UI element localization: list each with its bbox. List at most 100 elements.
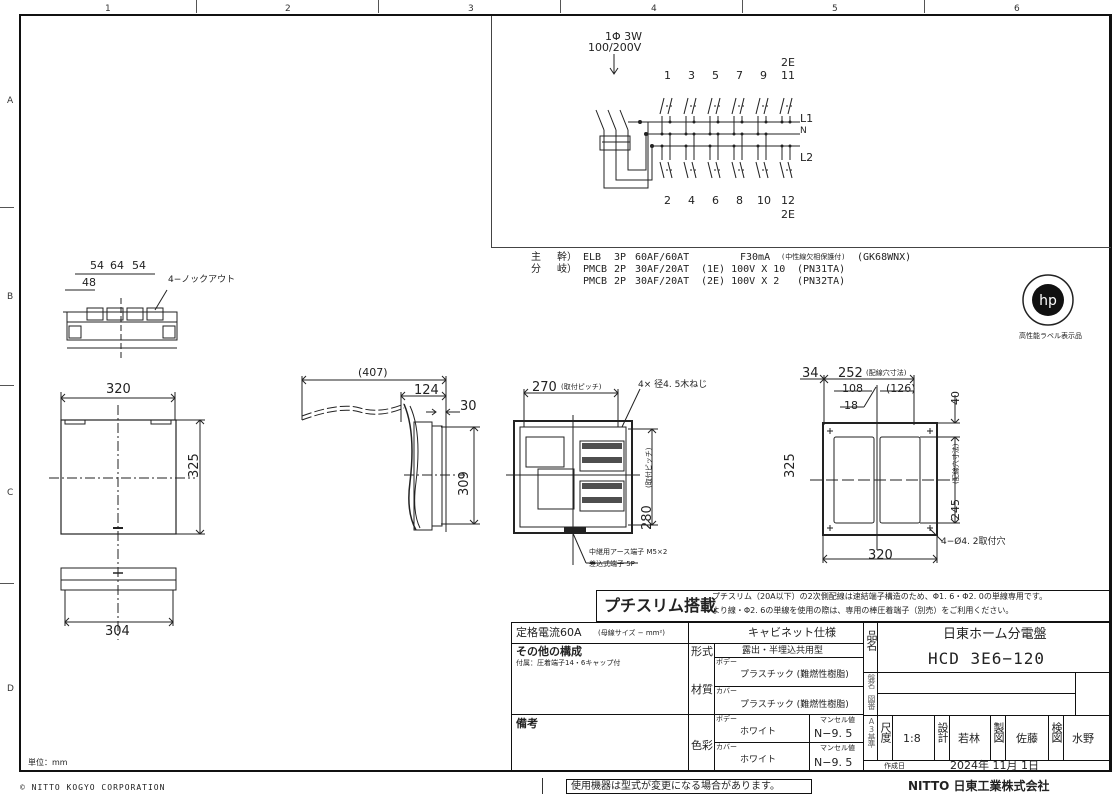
bottom-width-dim: 304 — [105, 624, 130, 639]
body-munsell-label: マンセル値 — [820, 716, 855, 724]
interior-pitch-h-note: (取付ピッチ) — [561, 383, 602, 391]
circuit-num: 3 — [688, 69, 695, 82]
color-label: 色彩 — [691, 739, 713, 752]
side-depth-dim: 124 — [414, 383, 439, 398]
body-color-label: ボデー — [716, 715, 737, 723]
side-door-open-dim: (407) — [358, 366, 388, 379]
product-name-label: 品名 — [865, 630, 878, 650]
dim-54a: 54 — [90, 259, 104, 272]
column-label-4: 4 — [651, 4, 657, 14]
designer: 若林 — [958, 732, 980, 745]
svg-text:hp: hp — [1039, 293, 1057, 309]
material-label: 材質 — [691, 683, 713, 696]
cover-color-label: カバー — [716, 743, 737, 751]
circuit-num: 12 — [781, 194, 795, 207]
column-label-6: 6 — [1014, 4, 1020, 14]
part-extra: F30mA — [740, 252, 771, 263]
petit-slim-note-1: プチスリム（20A以下）の2次側配線は速結端子構造のため、Φ1. 6・Φ2. 0… — [712, 592, 1048, 601]
dim-54b: 54 — [132, 259, 146, 272]
part-rating: 60AF/60AT — [635, 252, 690, 263]
circuit-num: 6 — [712, 194, 719, 207]
busbar-note: (母線サイズ − mm²) — [598, 629, 666, 637]
created-label: 作成日 — [884, 762, 905, 770]
row-label-c: C — [7, 488, 14, 498]
hp-label-caption: 高性能ラベル表示品 — [1019, 332, 1082, 340]
circuit-num: 8 — [736, 194, 743, 207]
created-date: 2024年 11月 1日 — [950, 759, 1039, 772]
dim-64: 64 — [110, 259, 124, 272]
circuit-num: 5 — [712, 69, 719, 82]
body-color: ホワイト — [740, 727, 777, 737]
circuit-num: 2 — [664, 194, 671, 207]
dim-48: 48 — [82, 276, 96, 289]
front-view-drawing — [49, 392, 205, 640]
back-dim-108: 108 — [842, 382, 863, 395]
circuit-num: 11 — [781, 69, 795, 82]
rated-current: 定格電流60A — [516, 626, 582, 639]
petit-slim-title: プチスリム搭載 — [604, 596, 717, 615]
part-poles: 3P — [614, 252, 627, 263]
interior-pitch-h-dim: 270 — [532, 380, 557, 395]
circuit-num: 1 — [664, 69, 671, 82]
standard-label: A3基準 — [867, 717, 876, 747]
top-2e-label: 2E — [781, 56, 795, 69]
cover-munsell-label: マンセル値 — [820, 744, 855, 752]
company-logo: NITTO 日東工業株式会社 — [908, 779, 1050, 793]
product-model: HCD 3E6−120 — [928, 649, 1045, 668]
back-dim-34: 34 — [802, 366, 819, 381]
design-label: 設計 — [936, 722, 949, 742]
part-model: (GK68WNX) — [857, 252, 912, 263]
cover-color: ホワイト — [740, 755, 777, 765]
column-label-5: 5 — [832, 4, 838, 14]
bus-l2-label: L2 — [800, 151, 814, 164]
row-label-d: D — [7, 684, 14, 694]
cover-material: プラスチック (難燃性樹脂) — [740, 700, 849, 710]
hp-label-badge-icon: hp — [1022, 274, 1074, 326]
check-label: 検図 — [1050, 722, 1063, 742]
circuit-num: 4 — [688, 194, 695, 207]
back-dim-252: 252 — [838, 366, 863, 381]
form-value: 露出・半埋込共用型 — [742, 646, 824, 656]
cover-munsell: N−9. 5 — [814, 756, 853, 769]
front-width-dim: 320 — [106, 382, 131, 397]
plug-terminal-note: 差込式端子 5P — [589, 560, 635, 568]
row-label-b: B — [7, 292, 14, 302]
draft-label: 製図 — [992, 722, 1005, 742]
drafter: 佐藤 — [1016, 732, 1038, 745]
side-flange-dim: 30 — [460, 399, 477, 414]
notice-text: 使用機器は型式が変更になる場合があります。 — [571, 781, 780, 792]
scale-label: 尺度 — [879, 722, 892, 742]
scale-value: 1:8 — [903, 732, 921, 745]
supply-arrow-icon — [609, 54, 619, 75]
back-dim-126: (126) — [886, 382, 916, 395]
drawing-no-label: 図番 — [867, 695, 876, 709]
interior-screw-note: 4× 径4. 5木ねじ — [638, 380, 708, 390]
unit-label: 単位：mm — [28, 758, 68, 767]
supply-voltage: 100/200V — [588, 41, 642, 54]
top-view-drawing — [63, 273, 178, 358]
bus-l1-label: L1 — [800, 112, 814, 125]
body-material: プラスチック (難燃性樹脂) — [740, 670, 849, 680]
remarks-header: 備考 — [516, 717, 538, 730]
checker: 水野 — [1072, 732, 1094, 745]
column-label-3: 3 — [468, 4, 474, 14]
body-material-label: ボデー — [716, 658, 737, 666]
other-header: その他の構成 — [516, 645, 582, 658]
cover-material-label: カバー — [716, 687, 737, 695]
schematic-panel — [491, 16, 1111, 248]
petit-slim-note-2: より線・Φ2. 6の単線を使用の際は、専用の棒圧着端子（別売）をご利用ください。 — [712, 606, 1014, 615]
form-label: 形式 — [691, 645, 713, 658]
back-view-drawing — [800, 374, 960, 564]
panel-name-label: 盤名 — [867, 674, 876, 688]
cabinet-header: キャビネット仕様 — [748, 626, 836, 639]
part-type: ELB — [583, 252, 602, 263]
drawing-frame — [19, 14, 1112, 772]
earth-terminal-note: 中継用アース端子 M5×2 — [589, 548, 668, 556]
knockout-label: 4−ノックアウト — [168, 275, 236, 285]
accessory: 付属：圧着端子14・6キャップ付 — [516, 659, 621, 667]
back-dim-325: 325 — [783, 453, 798, 478]
circuit-num: 10 — [757, 194, 771, 207]
wiring-diagram — [595, 97, 800, 189]
bus-n-label: N — [800, 126, 807, 136]
part-note: (中性線欠相保護付) — [781, 253, 846, 261]
